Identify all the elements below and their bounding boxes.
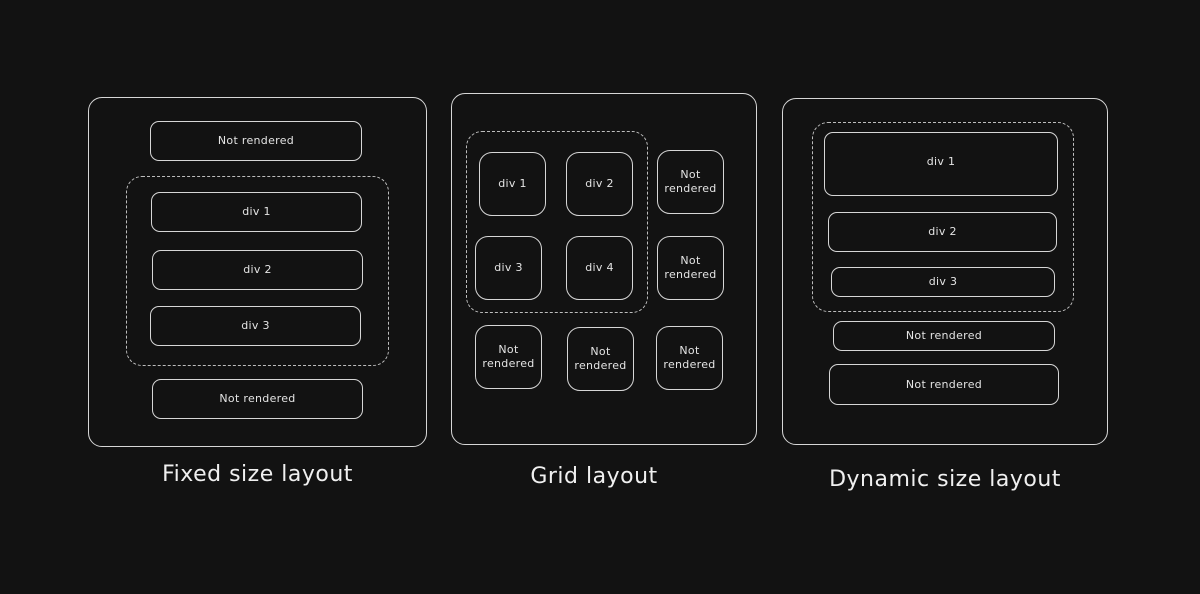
grid-div-2-label: div 2 bbox=[585, 177, 614, 190]
grid-nr-r3c3-line2: rendered bbox=[663, 358, 716, 371]
grid-not-rendered-r3c3: Not rendered bbox=[656, 326, 723, 390]
fixed-not-rendered-bottom-label: Not rendered bbox=[219, 392, 296, 405]
fixed-layout-caption: Fixed size layout bbox=[162, 462, 353, 487]
fixed-layout-panel bbox=[88, 97, 427, 447]
grid-nr-r3c1-line2: rendered bbox=[482, 357, 535, 370]
fixed-div-2-label: div 2 bbox=[243, 263, 272, 276]
grid-div-4: div 4 bbox=[566, 236, 633, 300]
grid-nr-r2c3-line1: Not bbox=[680, 254, 701, 267]
grid-viewport-region bbox=[466, 131, 648, 313]
grid-not-rendered-r3c1: Not rendered bbox=[475, 325, 542, 389]
dynamic-div-2: div 2 bbox=[828, 212, 1057, 252]
grid-nr-r3c2-line1: Not bbox=[590, 345, 611, 358]
fixed-div-3: div 3 bbox=[150, 306, 361, 346]
grid-layout-panel bbox=[451, 93, 757, 445]
fixed-div-1-label: div 1 bbox=[242, 205, 271, 218]
grid-nr-r3c3-line1: Not bbox=[679, 344, 700, 357]
dynamic-viewport-region bbox=[812, 122, 1074, 312]
dynamic-layout-panel bbox=[782, 98, 1108, 445]
dynamic-layout-caption: Dynamic size layout bbox=[829, 467, 1061, 492]
dynamic-div-1: div 1 bbox=[824, 132, 1058, 196]
dynamic-not-rendered-1: Not rendered bbox=[833, 321, 1055, 351]
fixed-div-1: div 1 bbox=[151, 192, 362, 232]
grid-not-rendered-r2c3: Not rendered bbox=[657, 236, 724, 300]
grid-nr-r1c3-line2: rendered bbox=[664, 182, 717, 195]
grid-div-3-label: div 3 bbox=[494, 261, 523, 274]
dynamic-div-3: div 3 bbox=[831, 267, 1055, 297]
fixed-viewport-region bbox=[126, 176, 389, 366]
grid-not-rendered-r3c2: Not rendered bbox=[567, 327, 634, 391]
grid-div-1: div 1 bbox=[479, 152, 546, 216]
grid-not-rendered-r1c3: Not rendered bbox=[657, 150, 724, 214]
grid-div-4-label: div 4 bbox=[585, 261, 614, 274]
fixed-not-rendered-top-label: Not rendered bbox=[217, 134, 295, 147]
fixed-div-3-label: div 3 bbox=[241, 319, 270, 332]
fixed-div-2: div 2 bbox=[152, 250, 363, 290]
grid-div-2: div 2 bbox=[566, 152, 633, 216]
dynamic-div-1-label: div 1 bbox=[926, 155, 956, 168]
grid-layout-caption: Grid layout bbox=[530, 464, 658, 489]
grid-nr-r3c1-line1: Not bbox=[498, 343, 519, 356]
fixed-not-rendered-bottom: Not rendered bbox=[152, 379, 363, 419]
grid-div-1-label: div 1 bbox=[498, 177, 527, 190]
dynamic-not-rendered-1-label: Not rendered bbox=[905, 329, 983, 342]
grid-nr-r2c3-line2: rendered bbox=[664, 268, 717, 281]
dynamic-div-2-label: div 2 bbox=[928, 225, 957, 238]
grid-div-3: div 3 bbox=[475, 236, 542, 300]
dynamic-not-rendered-2-label: Not rendered bbox=[905, 377, 983, 391]
grid-nr-r3c2-line2: rendered bbox=[574, 359, 627, 372]
fixed-not-rendered-top: Not rendered bbox=[150, 121, 362, 161]
dynamic-div-3-label: div 3 bbox=[928, 275, 958, 288]
dynamic-not-rendered-2: Not rendered bbox=[829, 364, 1059, 405]
grid-nr-r1c3-line1: Not bbox=[680, 168, 701, 181]
